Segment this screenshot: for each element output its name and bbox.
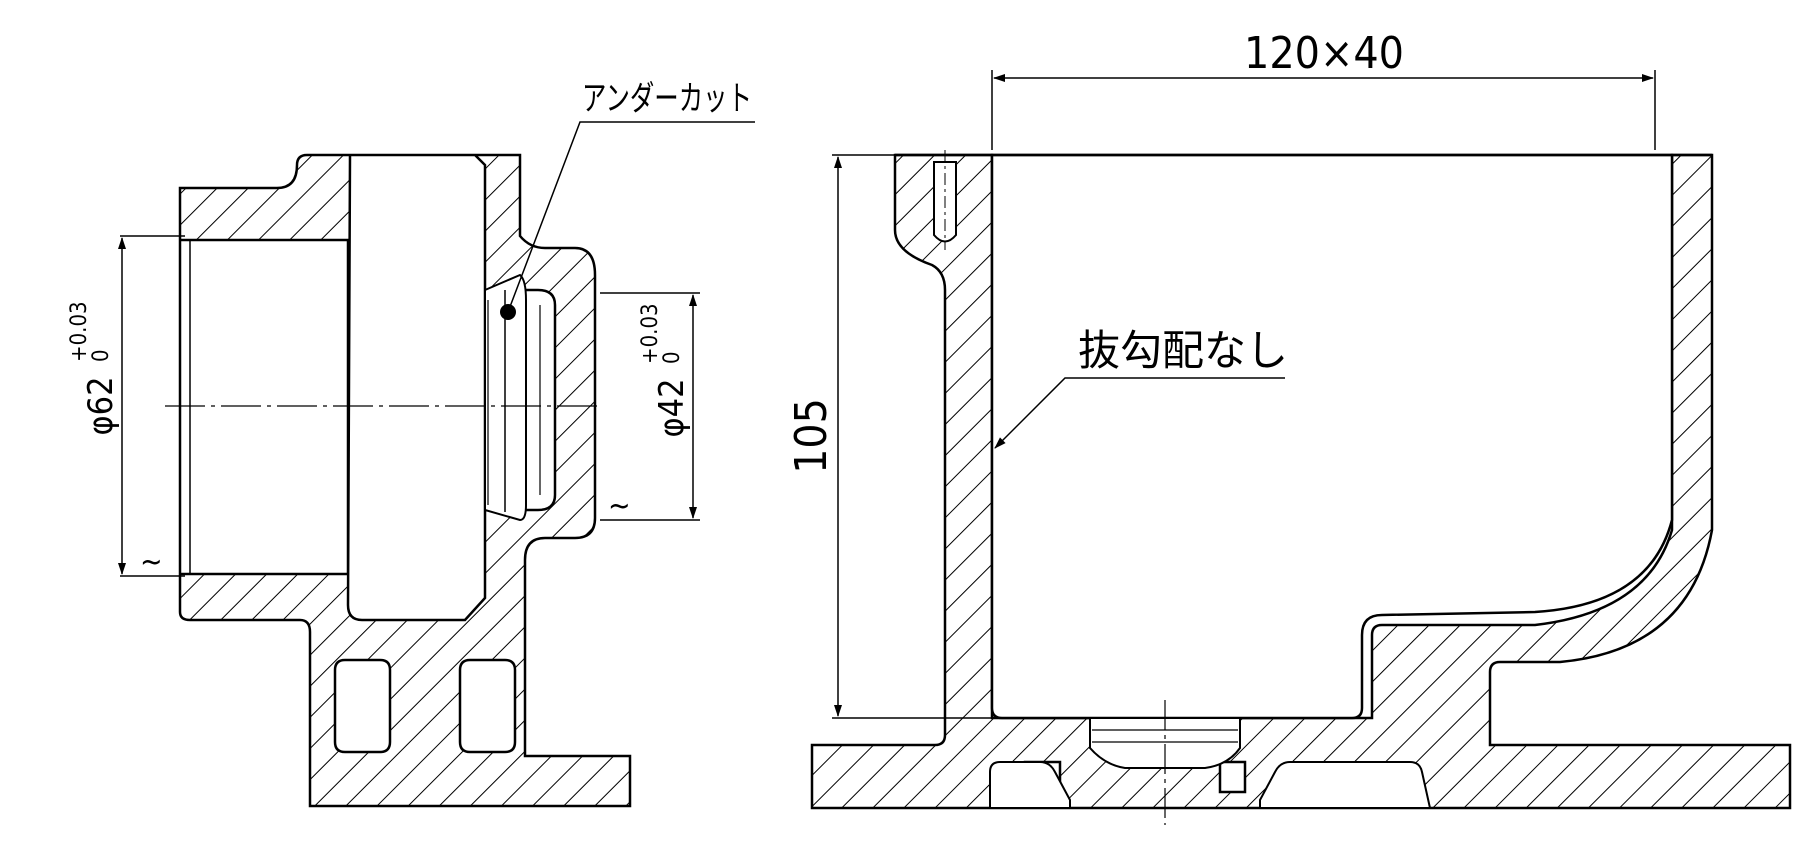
right-bottom-recess-right xyxy=(1259,761,1432,809)
draft-note-leader xyxy=(994,377,1285,449)
phi62-value: 62 xyxy=(81,376,121,415)
undercut-label: アンダーカット xyxy=(582,79,752,119)
phi62-label-group: φ62 +0.03 0 xyxy=(67,301,121,435)
draft-note-label: 抜勾配なし xyxy=(1078,326,1288,375)
undercut-leader-line xyxy=(507,121,755,313)
phi42-label-group: φ42 +0.03 0 xyxy=(638,303,692,437)
right-cavity xyxy=(990,153,1674,720)
svg-text:φ42: φ42 xyxy=(652,378,692,437)
left-cup-wall xyxy=(178,153,632,808)
left-section-view: φ62 +0.03 0 ~ φ42 +0.03 0 ~ アンダーカット xyxy=(67,79,755,808)
phi42-wave: ~ xyxy=(608,489,631,524)
phi62-wave: ~ xyxy=(140,545,163,580)
height-dimension-label: 105 xyxy=(786,398,837,474)
phi42-value: 42 xyxy=(652,378,692,417)
phi62-tol-lower: 0 xyxy=(89,349,114,362)
phi42-tol-lower: 0 xyxy=(660,351,685,364)
svg-text:φ62: φ62 xyxy=(81,376,121,435)
phi62-tol-upper: +0.03 xyxy=(67,301,92,362)
phi42-prefix: φ xyxy=(652,417,692,437)
phi42-tol-upper: +0.03 xyxy=(638,303,663,364)
right-section-view: 120×40 105 抜勾配なし xyxy=(786,28,1792,825)
phi62-prefix: φ xyxy=(81,415,121,435)
width-dimension-label: 120×40 xyxy=(1244,28,1404,79)
right-bottom-recess-left xyxy=(989,761,1071,809)
